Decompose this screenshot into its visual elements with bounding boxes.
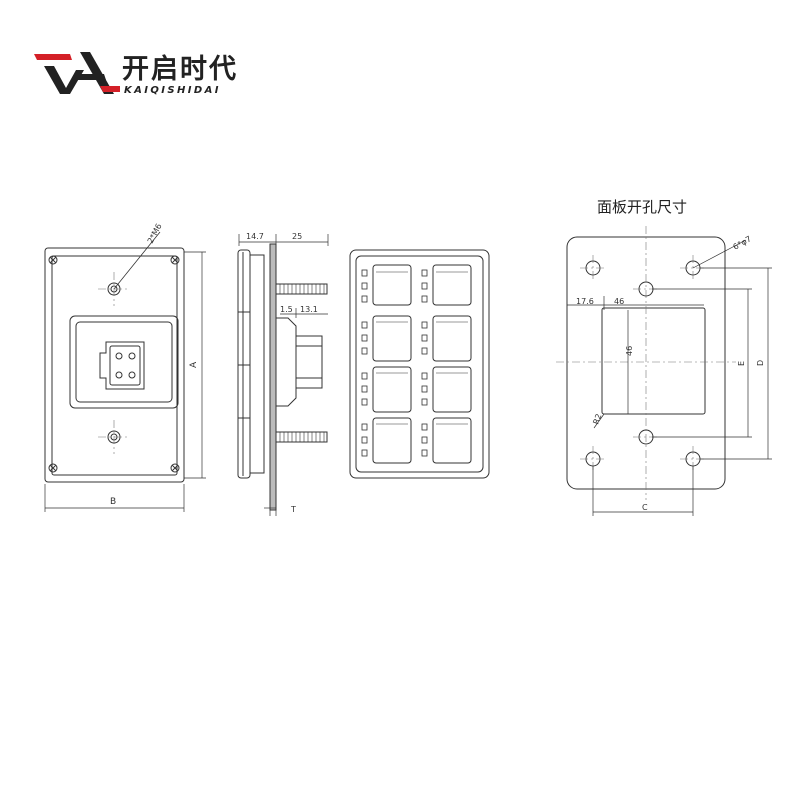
brand-logo-mark xyxy=(34,52,120,94)
dim-e-label: E xyxy=(737,361,746,366)
cutout-holes xyxy=(585,260,701,467)
side-dim-b: 13.1 xyxy=(300,305,318,314)
connector-housing-outer xyxy=(69,315,179,409)
brand-name-english: KAIQISHIDAI xyxy=(124,85,221,96)
dim-width-label: 46 xyxy=(614,297,624,306)
front-plate-outer xyxy=(44,247,185,483)
side-housing xyxy=(249,254,265,474)
dim-height-label: 46 xyxy=(625,346,634,356)
stud-bottom xyxy=(275,431,328,443)
cutout-title: 面板开孔尺寸 xyxy=(597,198,688,216)
dim-radius-label: R2 xyxy=(591,413,603,426)
side-dim-left: 14.7 xyxy=(246,232,264,241)
side-dim-right: 25 xyxy=(292,232,302,241)
brand-name-chinese: 开启时代 xyxy=(122,54,238,85)
side-dim-a: 1.5 xyxy=(280,305,293,314)
corner-screws xyxy=(48,255,180,473)
connector-pins xyxy=(115,352,136,379)
dim-offset-label: 17.6 xyxy=(576,297,594,306)
switch-panel-outer xyxy=(349,249,490,479)
stud-top xyxy=(275,283,328,295)
switch-grid xyxy=(372,264,472,464)
dim-d-label: D xyxy=(756,360,765,366)
dim-height-label: A xyxy=(189,361,199,368)
dim-width-label: B xyxy=(110,497,116,507)
cutout-opening xyxy=(601,307,706,415)
switch-panel-inner xyxy=(355,255,484,473)
indicator-leds xyxy=(361,269,428,457)
hole-label: 6*φ7 xyxy=(732,234,753,252)
rear-connector xyxy=(275,317,297,407)
dim-c-label: C xyxy=(642,503,648,512)
side-dim-thickness: T xyxy=(290,505,296,514)
connector-housing-inner xyxy=(75,321,173,403)
front-plate-inner xyxy=(51,255,178,476)
connector-plug xyxy=(99,341,145,390)
